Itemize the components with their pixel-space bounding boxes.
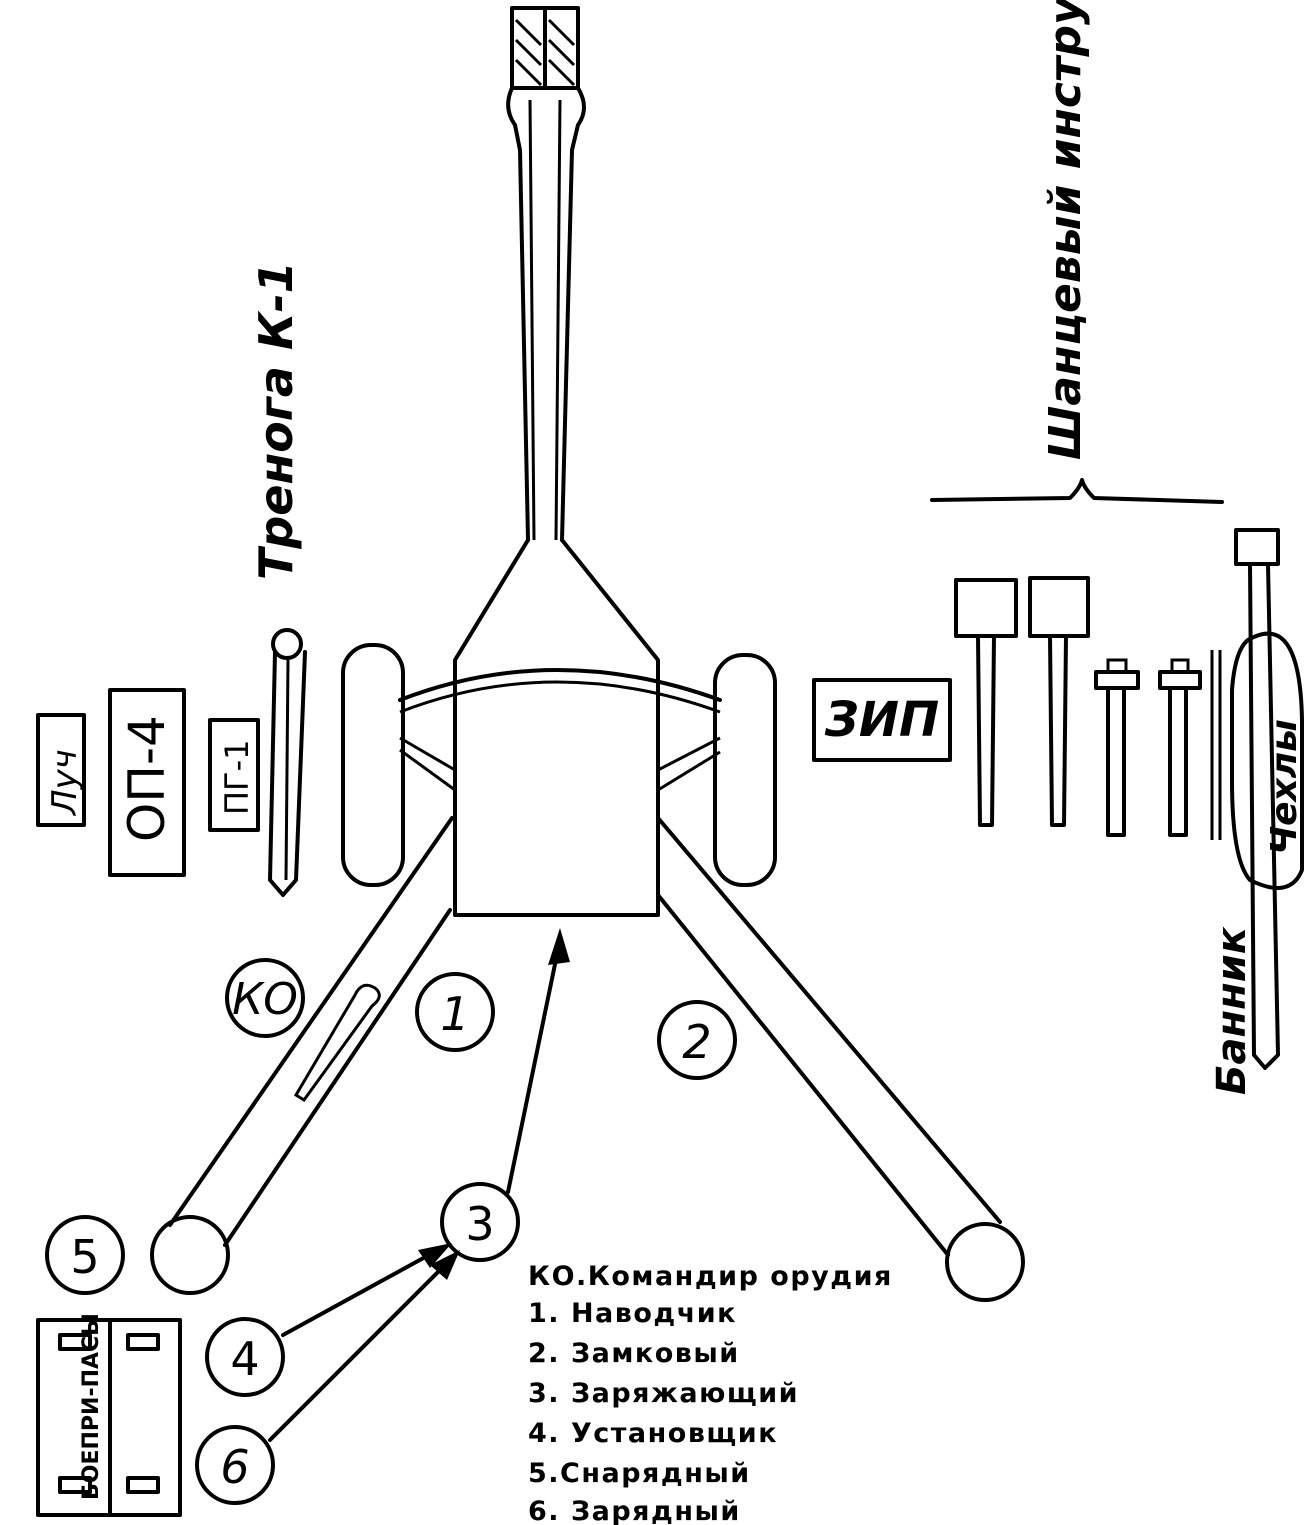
shovel-icon <box>954 578 1018 827</box>
legend-item: 4. Установщик <box>528 1418 778 1449</box>
handspike <box>293 983 381 1103</box>
legend: КО.Командир орудия 1. Наводчик 2. Замков… <box>528 1261 893 1525</box>
entrenching-tool-brace <box>930 478 1224 504</box>
crew-position-3: 3 <box>440 1182 520 1262</box>
legend-item: КО.Командир орудия <box>528 1261 893 1292</box>
zip-label: ЗИП <box>824 692 939 748</box>
crew-position-4: 4 <box>205 1317 285 1397</box>
right-wheel <box>713 653 777 887</box>
crew-position-6: 6 <box>195 1425 275 1505</box>
covers-label: Чехлы <box>1264 719 1305 855</box>
ammo-label: БОЕПРИ-ПАСЫ <box>79 1313 104 1500</box>
svg-text:5: 5 <box>70 1230 99 1284</box>
crew-position-5: 5 <box>45 1215 125 1295</box>
svg-text:КО: КО <box>232 974 298 1025</box>
left-wheel <box>341 643 405 887</box>
svg-text:3: 3 <box>465 1197 494 1251</box>
op4-label: ОП-4 <box>118 715 176 842</box>
crew-position-ko: КО <box>225 958 305 1038</box>
arrow <box>506 928 570 1194</box>
right-trail <box>656 816 1002 1257</box>
rammer-icon <box>1234 528 1280 1070</box>
zip-box <box>812 678 952 762</box>
pg1-box <box>208 718 260 832</box>
pg1-label: ПГ-1 <box>218 740 256 815</box>
shovel-icon <box>1028 576 1090 827</box>
entrenching-tool-label: Шанцевый инструмент <box>1040 0 1091 460</box>
pick-icon <box>1094 658 1140 837</box>
crew-position-2: 2 <box>657 1000 737 1080</box>
luch-label: Луч <box>45 749 85 817</box>
arrow <box>281 1243 452 1337</box>
legend-item: 5.Снарядный <box>528 1458 751 1489</box>
legend-item: 1. Наводчик <box>528 1298 737 1329</box>
left-trail <box>168 816 454 1247</box>
luch-box <box>36 713 86 827</box>
svg-text:2: 2 <box>682 1015 711 1069</box>
op4-box <box>108 688 186 877</box>
gun-mount <box>453 538 660 917</box>
legend-item: 2. Замковый <box>528 1338 740 1369</box>
tripod-label: Тренога К-1 <box>249 261 303 580</box>
tripod-icon <box>268 628 307 897</box>
crew-position-1: 1 <box>415 972 495 1052</box>
covers-icon <box>1230 631 1304 890</box>
svg-text:4: 4 <box>230 1332 259 1386</box>
svg-text:1: 1 <box>440 987 469 1041</box>
pick-icon <box>1158 658 1202 837</box>
ammo-box <box>36 1318 182 1517</box>
rammer-label: Банник <box>1209 926 1255 1095</box>
legend-item: 3. Заряжающий <box>528 1378 799 1409</box>
arrow <box>268 1250 460 1442</box>
gun-barrel <box>506 6 586 542</box>
svg-text:6: 6 <box>220 1440 249 1494</box>
legend-item: 6. Зарядный <box>528 1496 741 1525</box>
